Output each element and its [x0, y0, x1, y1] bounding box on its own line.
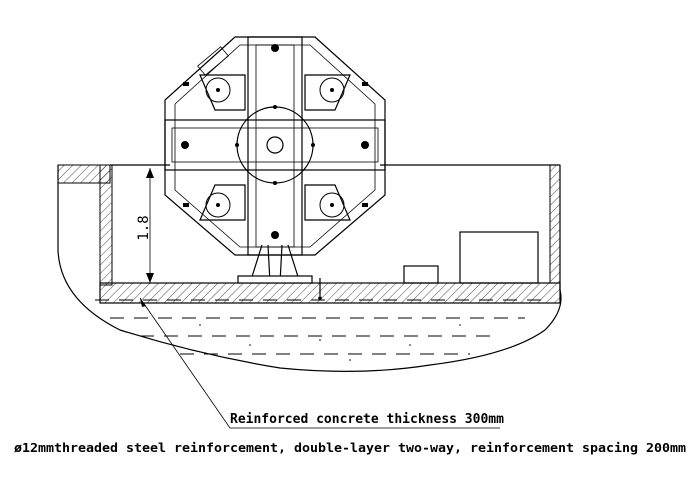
- concrete-slab: [99, 282, 561, 304]
- left-wall: [57, 164, 113, 286]
- floor-equipment: [403, 231, 539, 284]
- right-wall: [110, 164, 561, 284]
- leader-line: [139, 297, 500, 429]
- note-concrete-thickness: Reinforced concrete thickness 300mm: [230, 412, 504, 427]
- earth-mass: [57, 165, 562, 372]
- machine: [164, 36, 386, 300]
- note-reinforcement: ø12mmthreaded steel reinforcement, doubl…: [14, 440, 687, 455]
- dimension-label: 1.8: [136, 215, 152, 240]
